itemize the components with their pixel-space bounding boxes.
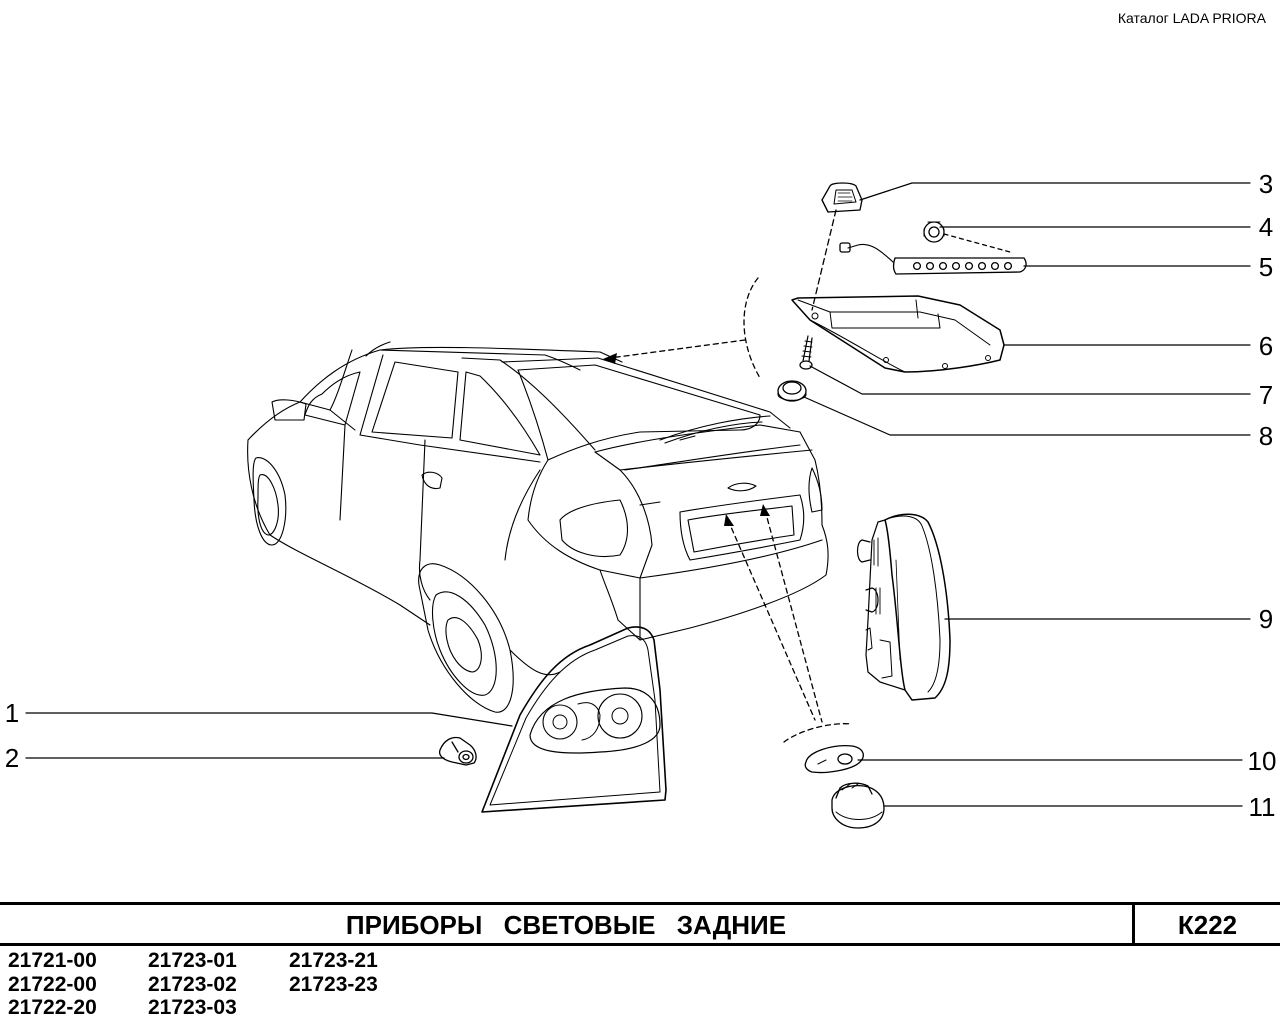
part-8-cap bbox=[777, 380, 807, 402]
part-3-cover bbox=[821, 182, 863, 213]
sheet-title: ПРИБОРЫ СВЕТОВЫЕ ЗАДНИЕ bbox=[345, 910, 787, 940]
title-divider bbox=[1132, 905, 1135, 943]
part-10-gasket bbox=[804, 745, 864, 774]
model-code: 21721-00 bbox=[8, 949, 97, 972]
part-2-lamp-holder bbox=[438, 736, 477, 766]
model-code: 21723-03 bbox=[148, 996, 237, 1019]
part-1-rear-lamp bbox=[481, 626, 667, 813]
part-4-grommet bbox=[923, 221, 945, 243]
model-code: 21723-02 bbox=[148, 973, 237, 996]
part-5-led-strip bbox=[839, 242, 1027, 275]
part-11-plate-lamp bbox=[831, 782, 885, 829]
catalog-label: Каталог LADA PRIORA bbox=[1117, 10, 1266, 26]
callout-8: 8 bbox=[1258, 421, 1274, 451]
callout-4: 4 bbox=[1258, 212, 1274, 242]
callout-7: 7 bbox=[1258, 380, 1274, 410]
part-7-screw bbox=[799, 335, 813, 370]
callout-1: 1 bbox=[4, 698, 20, 728]
callout-6: 6 bbox=[1258, 331, 1274, 361]
model-code: 21723-01 bbox=[148, 949, 237, 972]
part-6-spoiler-housing bbox=[791, 295, 1005, 373]
part-9-tail-lamp bbox=[856, 513, 951, 701]
callout-11: 11 bbox=[1248, 792, 1276, 822]
callout-10: 10 bbox=[1247, 746, 1277, 776]
callout-9: 9 bbox=[1258, 604, 1274, 634]
assembly-lines bbox=[609, 209, 1011, 743]
parts-diagram bbox=[25, 182, 1251, 829]
sheet-code: К222 bbox=[1177, 910, 1238, 940]
callout-2: 2 bbox=[4, 743, 20, 773]
car-body bbox=[247, 341, 829, 713]
model-code: 21723-23 bbox=[289, 973, 378, 996]
leader-lines bbox=[25, 182, 1251, 807]
model-code: 21722-20 bbox=[8, 996, 97, 1019]
callout-3: 3 bbox=[1258, 169, 1274, 199]
model-code: 21722-00 bbox=[8, 973, 97, 996]
title-block: ПРИБОРЫ СВЕТОВЫЕ ЗАДНИЕ К222 bbox=[0, 902, 1280, 946]
callout-5: 5 bbox=[1258, 252, 1274, 282]
model-code: 21723-21 bbox=[289, 949, 378, 972]
arrow-heads bbox=[603, 353, 770, 526]
